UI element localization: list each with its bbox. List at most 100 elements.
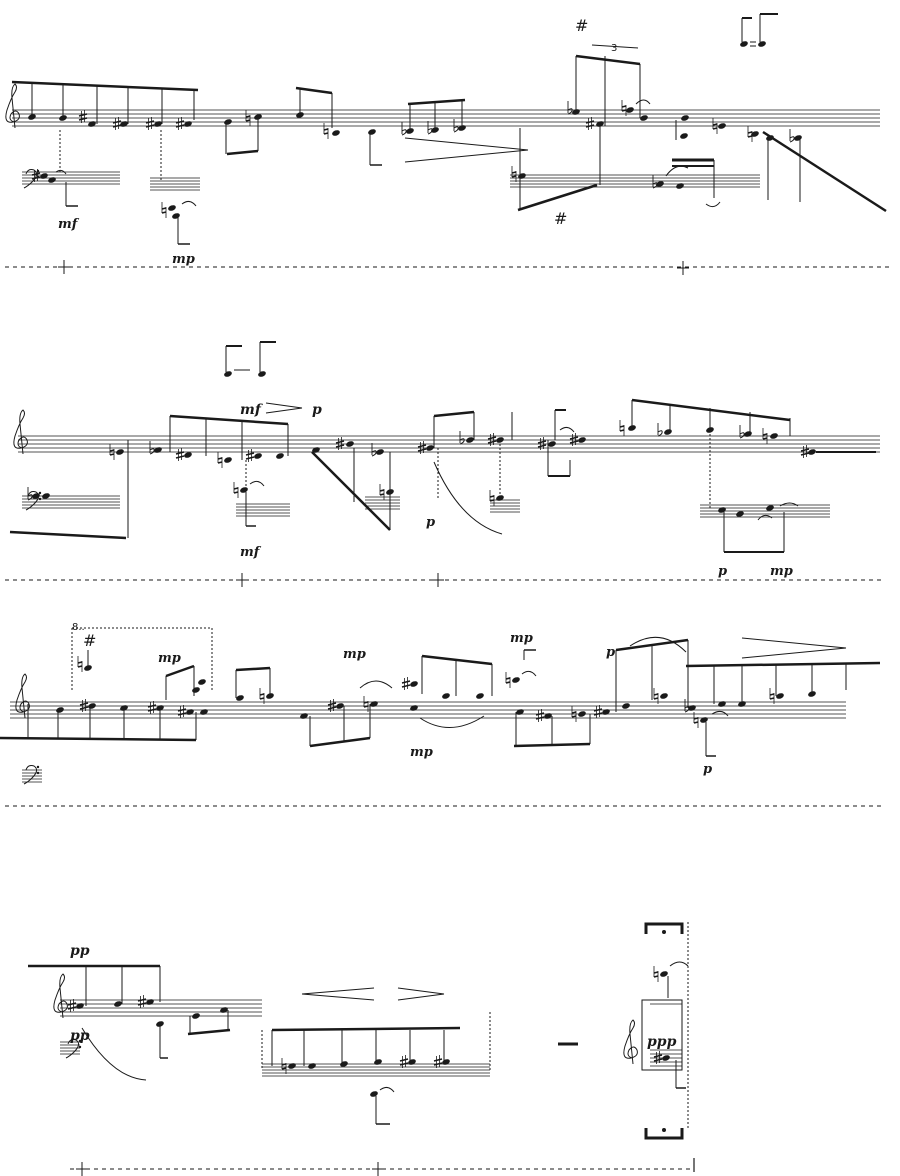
notehead bbox=[544, 713, 552, 719]
octave-mark: 8.. bbox=[72, 622, 85, 633]
notehead bbox=[154, 447, 162, 453]
notehead bbox=[168, 205, 176, 211]
slur bbox=[757, 514, 773, 521]
natural-icon bbox=[161, 211, 167, 214]
sharp-icon bbox=[401, 680, 411, 684]
notehead bbox=[220, 1007, 228, 1013]
natural-icon bbox=[621, 109, 627, 112]
notehead bbox=[740, 41, 748, 47]
slur bbox=[669, 961, 689, 967]
natural-icon bbox=[77, 661, 83, 664]
natural-icon bbox=[245, 115, 251, 118]
decrescendo-hairpin bbox=[397, 987, 445, 995]
natural-icon bbox=[505, 677, 511, 680]
sharp-icon bbox=[585, 120, 595, 124]
slur bbox=[629, 636, 687, 653]
dynamic-mf: mf bbox=[240, 545, 262, 560]
notehead bbox=[758, 41, 766, 47]
sharp-icon bbox=[585, 124, 595, 128]
accidental-mark: # bbox=[575, 16, 588, 35]
sharp-icon bbox=[327, 706, 337, 710]
sharp-icon bbox=[177, 712, 187, 716]
sharp-icon bbox=[67, 1006, 77, 1010]
beam bbox=[0, 736, 197, 742]
natural-icon bbox=[217, 461, 223, 464]
crescendo-hairpin bbox=[301, 993, 375, 1001]
dynamic-mp: mp bbox=[410, 745, 433, 760]
natural-icon bbox=[323, 128, 329, 131]
notehead bbox=[154, 121, 162, 127]
notehead bbox=[808, 449, 816, 455]
sharp-icon bbox=[31, 172, 41, 176]
slur bbox=[705, 201, 721, 208]
notehead bbox=[224, 119, 232, 125]
natural-icon bbox=[363, 705, 369, 708]
bass-clef-icon bbox=[36, 765, 40, 769]
natural-icon bbox=[653, 697, 659, 700]
flat-icon bbox=[684, 706, 690, 713]
flat-icon bbox=[789, 136, 795, 143]
slur bbox=[635, 99, 651, 105]
notehead bbox=[192, 687, 200, 693]
decrescendo-hairpin bbox=[265, 407, 303, 414]
treble-clef-icon bbox=[13, 409, 28, 455]
slur bbox=[433, 461, 503, 535]
flat-icon bbox=[371, 450, 377, 457]
notehead bbox=[336, 703, 344, 709]
sharp-icon bbox=[399, 1062, 409, 1066]
dynamic-mp: mp bbox=[172, 252, 195, 267]
notehead bbox=[578, 711, 586, 717]
beam bbox=[235, 666, 271, 672]
bass-clef-icon bbox=[38, 491, 42, 495]
notehead bbox=[664, 429, 672, 435]
notehead bbox=[346, 441, 354, 447]
accidental-mark: # bbox=[554, 209, 567, 228]
sharp-icon bbox=[175, 451, 185, 455]
natural-icon bbox=[363, 701, 369, 704]
bass-clef-icon bbox=[36, 771, 40, 775]
beam bbox=[615, 638, 689, 652]
notehead bbox=[200, 709, 208, 715]
beam bbox=[631, 398, 791, 422]
notehead bbox=[88, 703, 96, 709]
slur bbox=[379, 1086, 395, 1093]
sharp-icon bbox=[535, 712, 545, 716]
bass-clef-icon bbox=[65, 1039, 80, 1059]
slur bbox=[665, 165, 689, 177]
sharp-icon bbox=[145, 124, 155, 128]
notehead bbox=[184, 452, 192, 458]
system-3 bbox=[0, 627, 882, 807]
natural-icon bbox=[769, 697, 775, 700]
sharp-icon bbox=[569, 440, 579, 444]
sharp-icon bbox=[653, 1054, 663, 1058]
sharp-icon bbox=[653, 1058, 663, 1062]
fermata-icon bbox=[644, 1128, 684, 1140]
sharp-icon bbox=[800, 452, 810, 456]
system-4 bbox=[28, 922, 695, 1176]
natural-icon bbox=[769, 693, 775, 696]
flat-icon bbox=[652, 182, 658, 189]
notehead bbox=[332, 130, 340, 136]
slur bbox=[559, 426, 575, 433]
sharp-icon bbox=[800, 448, 810, 452]
dynamic-p: p bbox=[703, 762, 712, 777]
dynamic-mp: mp bbox=[343, 647, 366, 662]
notehead bbox=[258, 371, 266, 377]
fermata-icon bbox=[662, 930, 666, 934]
notehead bbox=[312, 447, 320, 453]
natural-icon bbox=[245, 119, 251, 122]
natural-icon bbox=[323, 132, 329, 135]
notehead bbox=[114, 1001, 122, 1007]
sharp-icon bbox=[335, 440, 345, 444]
beam bbox=[271, 1026, 461, 1032]
notehead bbox=[146, 999, 154, 1005]
dynamic-ppp: ppp bbox=[647, 1034, 677, 1050]
sharp-icon bbox=[67, 1002, 77, 1006]
decrescendo-hairpin bbox=[404, 137, 529, 151]
notehead bbox=[656, 181, 664, 187]
flat-icon bbox=[401, 129, 407, 136]
sharp-icon bbox=[177, 708, 187, 712]
slur bbox=[81, 1027, 147, 1081]
notehead bbox=[254, 453, 262, 459]
slur bbox=[249, 480, 265, 487]
